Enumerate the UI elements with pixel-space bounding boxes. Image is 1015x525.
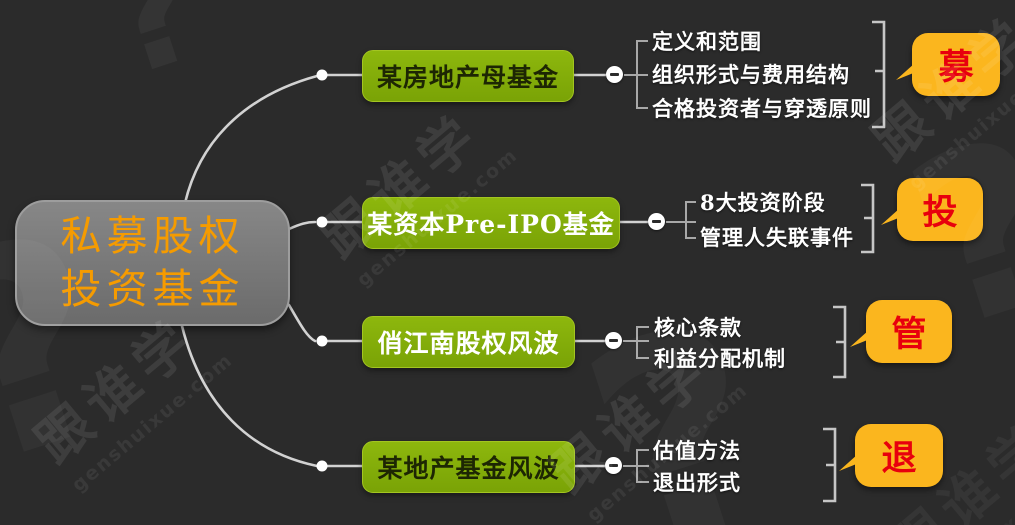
root-node-title-line1: 私募股权 <box>60 211 245 260</box>
summary-callout-3[interactable]: 管 <box>850 300 952 363</box>
minus-bar <box>652 220 661 223</box>
branch3-item-1[interactable]: 核心条款 <box>654 315 742 340</box>
branch-topic-2[interactable]: 某资本Pre-IPO基金 <box>362 197 620 249</box>
branch-topic-4[interactable]: 某地产基金风波 <box>362 441 575 493</box>
minus-bar <box>609 339 618 342</box>
root-node[interactable]: 私募股权 投资基金 <box>15 200 290 326</box>
branch1-item-1[interactable]: 定义和范围 <box>652 29 762 54</box>
branch2-item-1[interactable]: 8大投资阶段 <box>700 190 826 215</box>
summary-callout-4[interactable]: 退 <box>839 424 943 487</box>
branch4-item-2[interactable]: 退出形式 <box>653 470 741 495</box>
summary-callout-1[interactable]: 募 <box>896 33 1000 96</box>
branch1-item-2[interactable]: 组织形式与费用结构 <box>652 62 850 87</box>
minus-bar <box>609 464 618 467</box>
minus-bar <box>610 73 619 76</box>
item-elbow-lines <box>623 40 696 483</box>
collapse-minus-icon[interactable] <box>648 213 665 230</box>
summary-label-1: 募 <box>938 47 974 88</box>
branch-junction-dots <box>316 69 328 472</box>
summary-brackets <box>823 20 886 503</box>
branch4-item-1[interactable]: 估值方法 <box>653 438 741 463</box>
summary-label-4: 退 <box>881 438 917 479</box>
collapse-minus-icon[interactable] <box>606 66 623 83</box>
branch2-item-2[interactable]: 管理人失联事件 <box>700 225 854 250</box>
collapse-minus-icon[interactable] <box>605 457 622 474</box>
branch-topic-1[interactable]: 某房地产母基金 <box>362 50 574 102</box>
summary-callout-2[interactable]: 投 <box>881 178 983 241</box>
topic-link-lines <box>327 73 648 468</box>
branch-topic-3[interactable]: 俏江南股权风波 <box>362 316 575 368</box>
branch-curves <box>180 74 319 468</box>
branch3-item-2[interactable]: 利益分配机制 <box>654 346 786 371</box>
summary-label-2: 投 <box>922 192 958 233</box>
root-node-title-line2: 投资基金 <box>60 265 245 313</box>
branch1-item-3[interactable]: 合格投资者与穿透原则 <box>652 96 872 121</box>
summary-label-3: 管 <box>891 314 927 355</box>
collapse-minus-icon[interactable] <box>605 332 622 349</box>
